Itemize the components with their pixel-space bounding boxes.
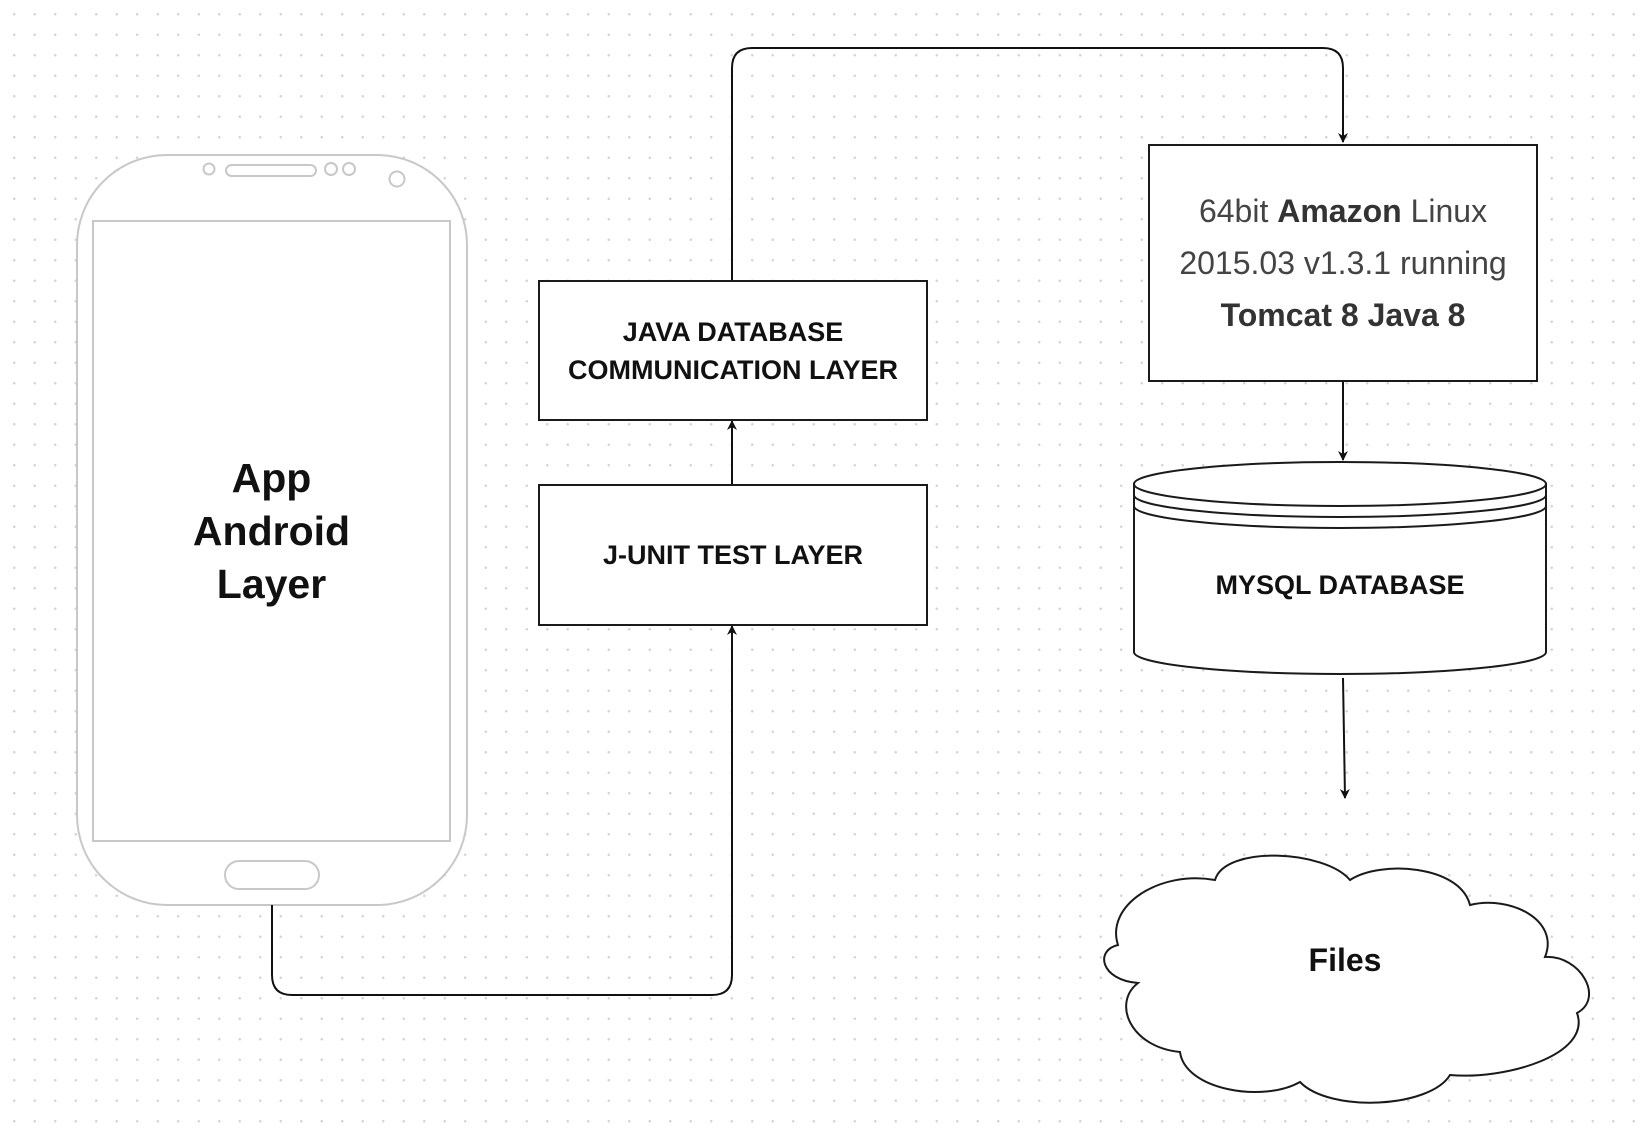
phone-label-line-3: Layer — [216, 560, 327, 607]
server-line-2: 2015.03 v1.3.1 running — [1179, 245, 1507, 281]
database-top — [1133, 461, 1547, 507]
cloud-shape — [1103, 854, 1590, 1104]
phone-shape — [76, 154, 468, 906]
phone-camera — [324, 162, 338, 176]
server-line-3: Tomcat 8 Java 8 — [1221, 289, 1466, 341]
phone-label: App Android Layer — [93, 221, 450, 841]
java-layer-label-line-1: JAVA DATABASE — [622, 316, 844, 347]
files-label-area: Files — [1200, 930, 1490, 990]
database-cylinder — [1133, 461, 1547, 675]
database-label: MYSQL DATABASE — [1215, 570, 1465, 600]
phone-label-line-2: Android — [192, 507, 351, 554]
server-line-3-bold: Tomcat 8 Java 8 — [1220, 297, 1466, 333]
phone-home-button — [224, 860, 320, 890]
connector-java-to-server — [731, 47, 1348, 280]
amazon-linux-server-box: 64bit Amazon Linux 2015.03 v1.3.1 runnin… — [1148, 144, 1538, 382]
server-line-1-bold: Amazon — [1277, 193, 1402, 229]
phone-label-line-1: App — [231, 454, 312, 501]
files-label: Files — [1308, 941, 1382, 978]
server-line-1: 64bit Amazon Linux — [1199, 185, 1487, 237]
junit-test-layer-box: J-UNIT TEST LAYER — [538, 484, 928, 626]
database-body — [1133, 483, 1547, 675]
junit-layer-label: J-UNIT TEST LAYER — [602, 540, 864, 570]
phone-front-camera — [388, 170, 406, 188]
java-database-communication-layer-box: JAVA DATABASE COMMUNICATION LAYER — [538, 280, 928, 421]
phone-sensor — [202, 162, 216, 176]
server-line-1-suffix: Linux — [1401, 193, 1488, 229]
java-layer-label-line-2: COMMUNICATION LAYER — [568, 354, 898, 385]
phone-proximity-sensor — [342, 162, 356, 176]
database-label-area: MYSQL DATABASE — [1134, 515, 1546, 655]
phone-screen — [92, 220, 451, 842]
database-ring-1 — [1133, 494, 1547, 518]
phone-speaker — [225, 164, 317, 177]
database-ring-2 — [1133, 505, 1547, 529]
connector-database-to-files — [1339, 677, 1350, 799]
server-line-1-prefix: 64bit — [1198, 193, 1278, 229]
connector-phone-to-junit — [271, 625, 737, 996]
